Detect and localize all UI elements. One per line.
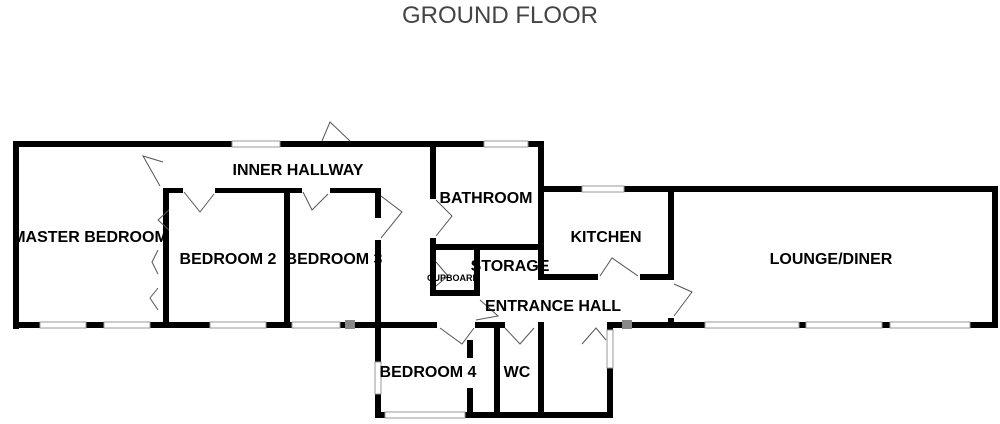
- wall-storage-left: [474, 244, 480, 296]
- wall-bath-left-b: [430, 238, 436, 296]
- door-wardrobe-1: [157, 209, 170, 231]
- wall-bed2-bed3: [284, 188, 290, 328]
- wall-bed3-top: [284, 188, 302, 193]
- wall-top-right: [538, 186, 998, 192]
- window-bed4: [374, 361, 382, 395]
- door-bedroom-3: [302, 191, 329, 211]
- wall-kitchen-lounge: [668, 186, 674, 280]
- door-bedroom-2: [183, 191, 215, 213]
- window-bed3: [291, 321, 341, 329]
- door-bed3-side: [380, 195, 403, 239]
- wall-right: [992, 186, 998, 328]
- door-swings: [141, 121, 693, 345]
- window-entrance: [606, 329, 614, 369]
- door-wc: [504, 327, 535, 345]
- label-bedroom-4: BEDROOM 4: [380, 364, 477, 381]
- wall-kitchen-left: [538, 186, 544, 274]
- jamb-bed3: [345, 320, 355, 329]
- label-lounge-diner: LOUNGE/DINER: [770, 251, 893, 268]
- window-kitchen: [581, 185, 625, 193]
- wall-lounge-door: [668, 318, 674, 328]
- label-bedroom-2: BEDROOM 2: [180, 251, 277, 268]
- label-cupboard: CUPBOARD: [427, 273, 480, 283]
- wall-bottom-right: [610, 322, 998, 328]
- wall-bed3-top-b: [330, 188, 381, 193]
- door-front: [581, 327, 607, 345]
- door-cupboard: [435, 261, 449, 287]
- window-lounge-3: [889, 321, 971, 329]
- wall-left: [13, 141, 19, 329]
- window-master-1: [39, 321, 87, 329]
- floor-title: GROUND FLOOR: [402, 2, 598, 29]
- window-lounge-2: [805, 321, 883, 329]
- wall-ext-right: [607, 322, 613, 418]
- wall-bed4-door-post-b: [467, 388, 473, 418]
- wall-bed4-door-post: [467, 340, 473, 358]
- wall-bath-left: [430, 141, 436, 199]
- wall-bottom-left: [13, 322, 391, 328]
- room-labels: MASTER BEDROOM INNER HALLWAY BEDROOM 2 B…: [12, 162, 893, 381]
- wall-entrance-bottom-b: [475, 322, 505, 328]
- door-lounge: [673, 283, 693, 317]
- wall-master-bedroom: [163, 188, 169, 328]
- door-storage: [475, 299, 500, 321]
- interior-walls: [163, 141, 674, 418]
- door-wardrobe-2: [151, 249, 159, 275]
- wall-cupboard-bottom: [430, 290, 475, 296]
- label-entrance-hall: ENTRANCE HALL: [485, 298, 621, 315]
- wall-bath-right: [538, 141, 544, 192]
- window-lounge-1: [704, 321, 800, 329]
- door-external-top: [321, 121, 351, 142]
- window-bed2: [209, 321, 267, 329]
- window-bathroom: [483, 140, 529, 148]
- wall-bedroom2-top: [163, 188, 183, 193]
- label-storage: STORAGE: [471, 258, 550, 275]
- label-kitchen: KITCHEN: [570, 229, 641, 246]
- window-inner-hallway: [231, 140, 281, 148]
- jamb-entrance: [622, 320, 632, 329]
- wall-bedroom2-top-b: [215, 188, 290, 193]
- wall-bed4-wc: [494, 322, 500, 418]
- door-bathroom: [435, 199, 453, 237]
- wall-kitchen-bottom: [538, 274, 598, 280]
- label-bathroom: BATHROOM: [439, 190, 532, 207]
- wall-bed3-right-b: [375, 240, 381, 328]
- door-wardrobe-3: [149, 287, 159, 311]
- door-master-bedroom: [141, 155, 164, 187]
- label-master-bedroom: MASTER BEDROOM: [12, 229, 168, 246]
- window-master-2: [103, 321, 151, 329]
- door-bedroom-4: [439, 327, 475, 345]
- label-wc: WC: [504, 364, 531, 381]
- wall-wc-right: [538, 322, 544, 418]
- label-bedroom-3: BEDROOM 3: [286, 251, 383, 268]
- window-bed4-bottom: [384, 411, 466, 419]
- door-jambs: [345, 320, 632, 329]
- windows: [39, 140, 971, 419]
- label-inner-hallway: INNER HALLWAY: [233, 162, 364, 179]
- wall-bed3-right: [375, 192, 381, 218]
- wall-kitchen-bottom-b: [640, 274, 674, 280]
- wall-bath-bottom: [430, 244, 544, 250]
- wall-entrance-bottom: [385, 322, 437, 328]
- door-kitchen: [599, 257, 639, 277]
